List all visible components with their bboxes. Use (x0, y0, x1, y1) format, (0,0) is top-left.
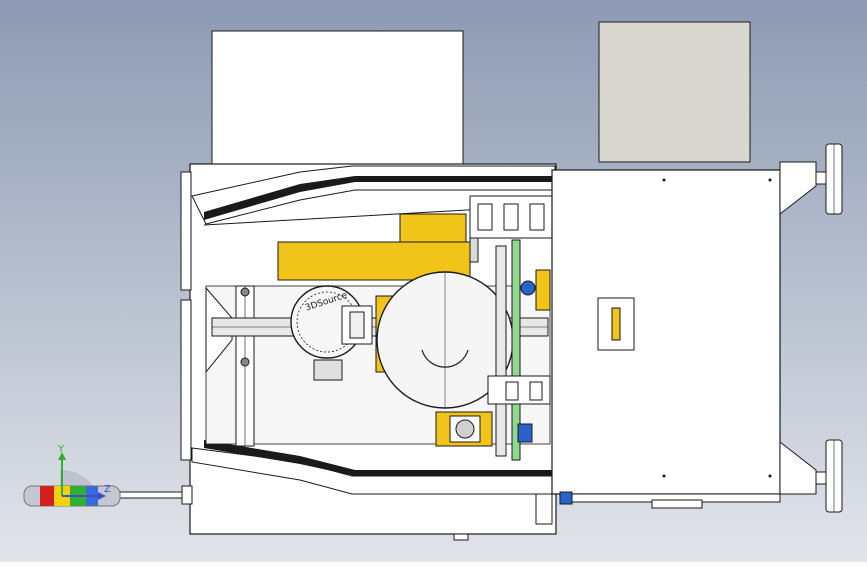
rail-bolt-top (240, 287, 250, 297)
right-mechanism-column[interactable] (469, 195, 553, 461)
bottom-tab (453, 533, 469, 541)
left-pipe-flange (181, 485, 193, 505)
bottom-clamp (535, 493, 553, 525)
right-wheel-bottom[interactable] (815, 439, 843, 513)
reference-triad[interactable]: Y Z (23, 444, 121, 507)
left-pipe (119, 491, 185, 499)
left-flange-lower (180, 299, 192, 461)
top-cover-left[interactable] (211, 30, 464, 165)
gear-motor (313, 359, 343, 381)
right-cabinet[interactable] (551, 161, 817, 509)
z-axis-label: Z (104, 484, 111, 495)
y-axis-label: Y (57, 444, 65, 455)
cabinet-handle[interactable] (597, 297, 635, 351)
lower-motor-mount[interactable] (435, 411, 533, 447)
bottom-blue-fitting (559, 491, 573, 505)
blue-sensor (520, 280, 536, 296)
top-cover-right[interactable] (598, 21, 751, 163)
rail-bolt-bottom (240, 357, 250, 367)
right-wheel-top[interactable] (815, 143, 843, 215)
left-flange-upper (180, 171, 192, 291)
